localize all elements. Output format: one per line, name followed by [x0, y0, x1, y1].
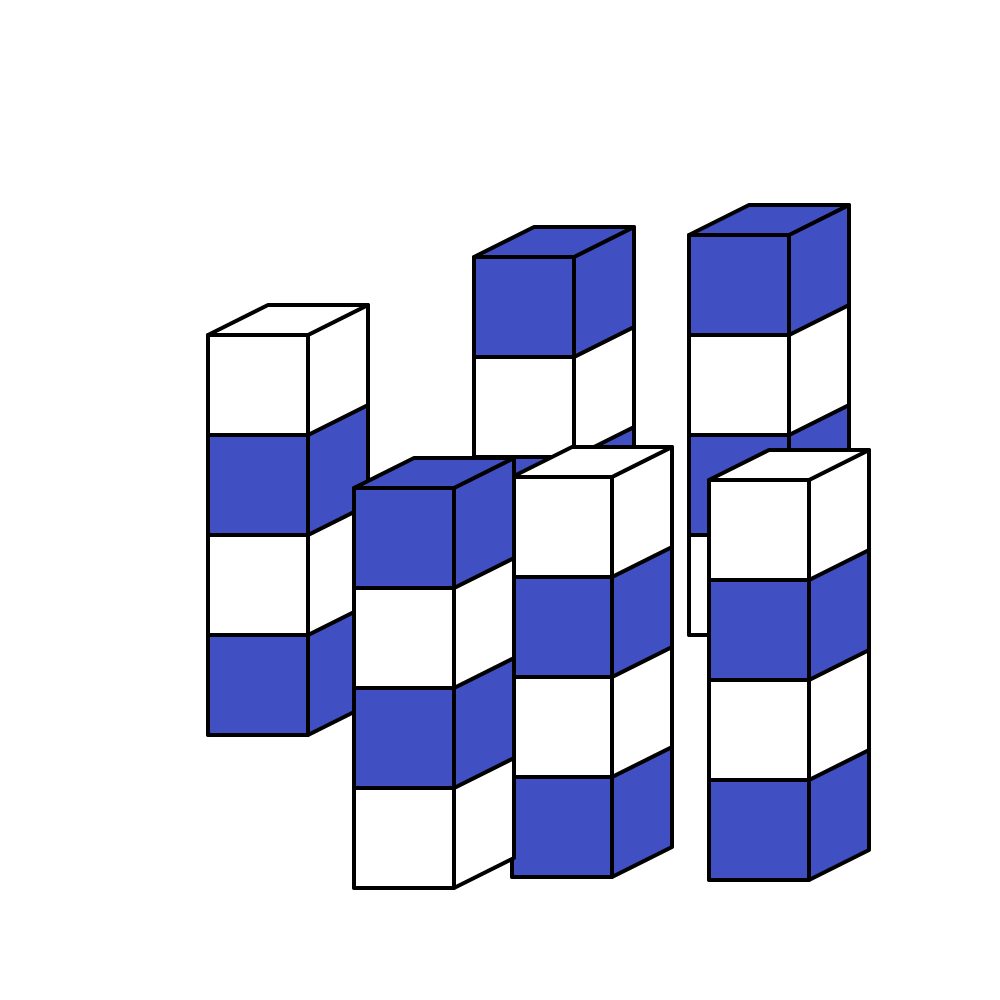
tower-back-right — [206, 303, 370, 737]
cube-front-face — [510, 575, 614, 679]
cube-blue — [352, 456, 516, 590]
cube-blue — [510, 545, 674, 679]
cube-front-face — [687, 233, 791, 337]
cube-white — [352, 556, 516, 690]
cube-top-face — [472, 225, 636, 259]
cube-front-face — [472, 255, 576, 359]
cube-front-face — [206, 433, 310, 537]
cube-blue — [472, 225, 636, 359]
cube-front-face — [707, 478, 811, 582]
cube-front-face — [352, 586, 456, 690]
tower-front-middle — [510, 445, 674, 879]
cube-front-face — [352, 686, 456, 790]
cube-front-face — [510, 475, 614, 579]
cube-top-face — [206, 303, 370, 337]
cube-white — [206, 303, 370, 437]
cube-front-face — [510, 775, 614, 879]
tower-back-left — [687, 203, 851, 637]
cube-front-face — [707, 678, 811, 782]
cube-front-face — [206, 633, 310, 737]
cube-front-face — [352, 786, 456, 890]
cube-front-face — [206, 333, 310, 437]
cube-front-face — [472, 355, 576, 459]
tower-front-left — [707, 448, 871, 882]
cube-top-face — [352, 456, 516, 490]
cube-front-face — [206, 533, 310, 637]
cube-white — [510, 445, 674, 579]
cube-blue — [352, 656, 516, 790]
cube-front-face — [687, 333, 791, 437]
cube-white — [707, 448, 871, 582]
tower-front-right — [352, 456, 516, 890]
cube-front-face — [707, 778, 811, 882]
cube-front-face — [352, 486, 456, 590]
cube-blue — [510, 745, 674, 879]
cube-top-face — [707, 448, 871, 482]
cube-top-face — [687, 203, 851, 237]
cube-white — [707, 648, 871, 782]
cube-top-face — [510, 445, 674, 479]
cube-blue — [707, 548, 871, 682]
cube-blue — [687, 203, 851, 337]
cube-front-face — [707, 578, 811, 682]
cube-front-face — [510, 675, 614, 779]
